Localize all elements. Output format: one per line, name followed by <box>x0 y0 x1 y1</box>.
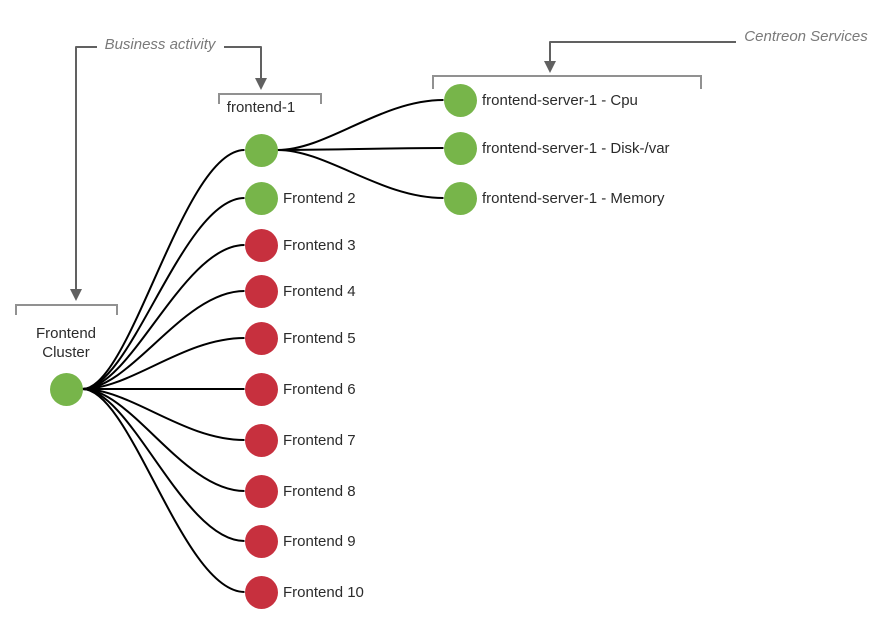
annotation-line-centreon-services-0 <box>549 41 736 61</box>
node-label-frontend-9: Frontend 9 <box>283 532 356 550</box>
edge-frontend-cluster-to-frontend-7 <box>82 388 245 441</box>
edge-frontend-cluster-to-frontend-10 <box>82 388 245 593</box>
node-frontend-10[interactable] <box>244 575 278 609</box>
node-frontend-2[interactable] <box>244 181 278 215</box>
node-frontend-cluster[interactable] <box>49 372 83 406</box>
bracket-2 <box>432 75 702 89</box>
node-frontend-9[interactable] <box>244 524 278 558</box>
node-label-frontend-10: Frontend 10 <box>283 583 364 601</box>
edge-frontend-cluster-to-frontend-9 <box>82 388 245 542</box>
node-label-frontend-cluster: Frontend Cluster <box>35 325 97 361</box>
edge-frontend-1-to-svc-disk <box>277 147 444 151</box>
annotation-line-business-activity-1 <box>224 46 262 78</box>
node-label-svc-disk: frontend-server-1 - Disk-/var <box>482 139 670 157</box>
edge-frontend-cluster-to-frontend-2 <box>82 197 245 390</box>
node-label-frontend-2: Frontend 2 <box>283 189 356 207</box>
node-label-svc-cpu: frontend-server-1 - Cpu <box>482 91 638 109</box>
edge-frontend-cluster-to-frontend-5 <box>82 337 245 390</box>
node-label-frontend-8: Frontend 8 <box>283 482 356 500</box>
edge-frontend-cluster-to-frontend-1 <box>82 149 245 390</box>
node-label-frontend-3: Frontend 3 <box>283 236 356 254</box>
node-svc-memory[interactable] <box>443 181 477 215</box>
node-frontend-3[interactable] <box>244 228 278 262</box>
node-label-frontend-7: Frontend 7 <box>283 431 356 449</box>
edge-frontend-cluster-to-frontend-3 <box>82 244 245 390</box>
node-frontend-8[interactable] <box>244 474 278 508</box>
node-frontend-7[interactable] <box>244 423 278 457</box>
edge-frontend-cluster-to-frontend-4 <box>82 290 245 390</box>
node-svc-disk[interactable] <box>443 131 477 165</box>
arrow-down-icon-business-activity-0 <box>70 289 82 301</box>
node-label-frontend-6: Frontend 6 <box>283 380 356 398</box>
bracket-0 <box>15 304 118 315</box>
edge-frontend-1-to-svc-memory <box>277 149 444 199</box>
bracket-1 <box>218 93 322 104</box>
node-svc-cpu[interactable] <box>443 83 477 117</box>
node-frontend-5[interactable] <box>244 321 278 355</box>
node-label-svc-memory: frontend-server-1 - Memory <box>482 189 665 207</box>
node-frontend-6[interactable] <box>244 372 278 406</box>
node-label-frontend-4: Frontend 4 <box>283 282 356 300</box>
annotation-line-business-activity-0 <box>75 46 97 289</box>
node-frontend-1[interactable] <box>244 133 278 167</box>
node-label-frontend-1: frontend-1 <box>226 98 296 116</box>
annotation-centreon-services: Centreon Services <box>744 28 868 45</box>
edge-frontend-cluster-to-frontend-8 <box>82 388 245 492</box>
node-label-frontend-5: Frontend 5 <box>283 329 356 347</box>
annotation-business-activity: Business activity <box>104 36 216 53</box>
arrow-down-icon-centreon-services-0 <box>544 61 556 73</box>
node-frontend-4[interactable] <box>244 274 278 308</box>
arrow-down-icon-business-activity-1 <box>255 78 267 90</box>
edge-frontend-1-to-svc-cpu <box>277 99 444 151</box>
